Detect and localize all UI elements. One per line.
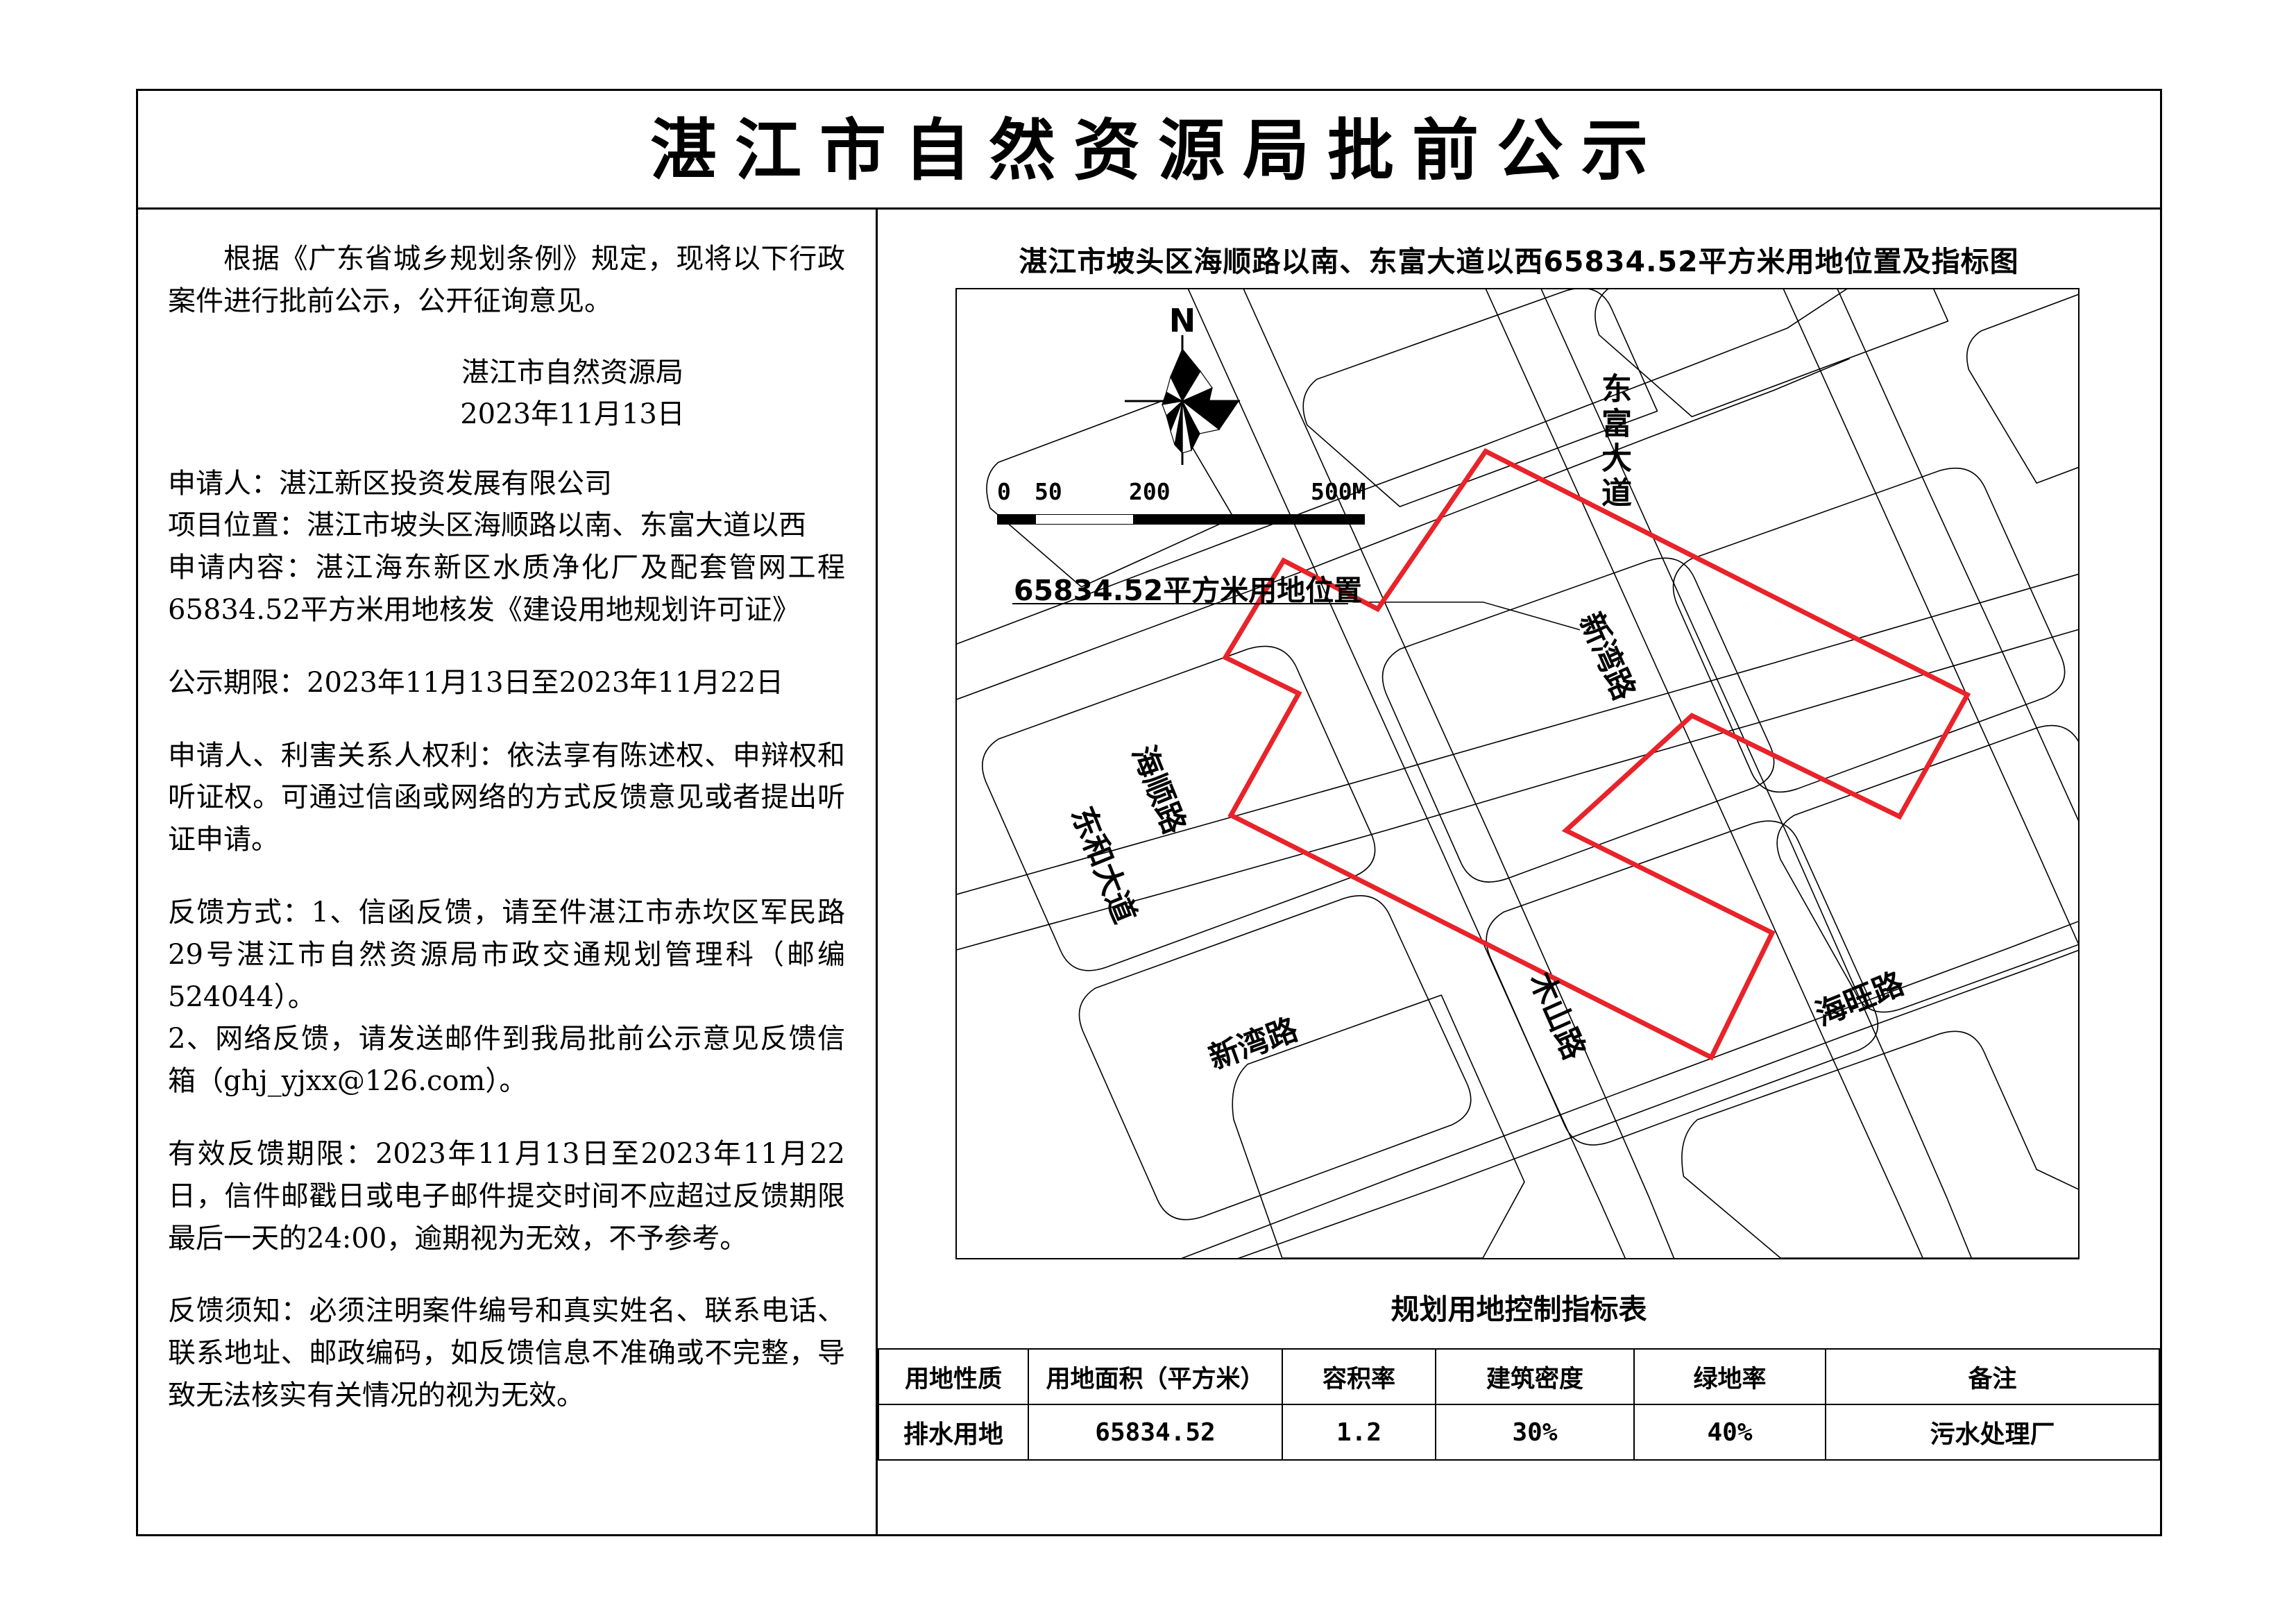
location-value: 湛江市坡头区海顺路以南、东富大道以西 xyxy=(307,509,806,542)
td-land-use: 排水用地 xyxy=(878,1404,1029,1461)
compass-icon xyxy=(1125,335,1240,465)
parcel-callout-underline xyxy=(1012,603,1348,604)
td-green-ratio: 40% xyxy=(1633,1404,1826,1461)
road-label-dongfu-dadao: 东富大道 xyxy=(1596,373,1631,511)
applicant-line: 申请人：湛江新区投资发展有限公司 xyxy=(168,463,845,505)
content-line: 申请内容：湛江海东新区水质净化厂及配套管网工程65834.52平方米用地核发《建… xyxy=(168,547,845,631)
td-remarks: 污水处理厂 xyxy=(1825,1404,2160,1461)
issuer-name: 湛江市自然资源局 xyxy=(461,356,683,389)
td-far: 1.2 xyxy=(1282,1404,1436,1461)
parcel-callout-label: 65834.52平方米用地位置 xyxy=(1014,574,1363,607)
applicant-value: 湛江新区投资发展有限公司 xyxy=(279,467,612,500)
content-value: 湛江海东新区水质净化厂及配套管网工程65834.52平方米用地核发《建设用地规划… xyxy=(168,552,846,626)
scale-bar: 0 50 200 500M xyxy=(997,478,1366,541)
feedback-method-1: 反馈方式：1、信函反馈，请至件湛江市赤坎区军民路29号湛江市自然资源局市政交通规… xyxy=(168,896,845,1013)
th-land-use: 用地性质 xyxy=(878,1348,1029,1405)
th-green-ratio: 绿地率 xyxy=(1633,1348,1826,1405)
compass-rose: N xyxy=(1103,302,1262,475)
td-building-density: 30% xyxy=(1435,1404,1635,1461)
rights-paragraph: 申请人、利害关系人权利：依法享有陈述权、申辩权和听证权。可通过信函或网络的方式反… xyxy=(168,739,845,856)
scale-rule xyxy=(997,514,1365,525)
map-column: 湛江市坡头区海顺路以南、东富大道以西65834.52平方米用地位置及指标图 xyxy=(878,212,2160,1533)
column-divider xyxy=(876,210,878,1536)
map-title: 湛江市坡头区海顺路以南、东富大道以西65834.52平方米用地位置及指标图 xyxy=(1019,245,2019,278)
scale-tick-labels: 0 50 200 500M xyxy=(997,478,1366,510)
scale-tick-200: 200 xyxy=(1129,478,1171,505)
publicity-period-value: 2023年11月13日至2023年11月22日 xyxy=(307,666,784,699)
th-building-density: 建筑密度 xyxy=(1435,1348,1635,1405)
page-title: 湛江市自然资源局批前公示 xyxy=(650,110,1666,189)
th-far: 容积率 xyxy=(1282,1348,1436,1405)
title-band: 湛江市自然资源局批前公示 xyxy=(136,93,2162,210)
th-remarks: 备注 xyxy=(1825,1348,2160,1405)
publicity-period-line: 公示期限：2023年11月13日至2023年11月22日 xyxy=(168,662,845,704)
parcel-outline xyxy=(1222,448,1971,1061)
document-frame xyxy=(136,89,2162,1536)
td-land-area: 65834.52 xyxy=(1028,1404,1283,1461)
table-header-row: 用地性质 用地面积（平方米） 容积率 建筑密度 绿地率 备注 xyxy=(878,1348,2160,1405)
th-land-area: 用地面积（平方米） xyxy=(1028,1348,1283,1405)
feedback-method-2: 2、网络反馈，请发送邮件到我局批前公示意见反馈信箱（ghj_yjxx@126.c… xyxy=(168,1023,845,1098)
issue-date: 2023年11月13日 xyxy=(460,398,685,430)
scale-tick-50: 50 xyxy=(1035,478,1062,505)
valid-feedback-period: 有效反馈期限：2023年11月13日至2023年11月22日，信件邮戳日或电子邮… xyxy=(168,1137,845,1255)
applicant-label: 申请人： xyxy=(168,467,279,500)
scale-tick-500: 500M xyxy=(1311,478,1366,505)
indicator-table: 用地性质 用地面积（平方米） 容积率 建筑密度 绿地率 备注 排水用地 6583… xyxy=(878,1348,2160,1461)
feedback-requirements: 反馈须知：必须注明案件编号和真实姓名、联系电话、联系地址、邮政编码，如反馈信息不… xyxy=(168,1295,845,1411)
content-label: 申请内容： xyxy=(168,552,316,584)
table-row: 排水用地 65834.52 1.2 30% 40% 污水处理厂 xyxy=(878,1404,2160,1461)
location-label: 项目位置： xyxy=(168,509,307,542)
location-line: 项目位置：湛江市坡头区海顺路以南、东富大道以西 xyxy=(168,504,845,547)
notice-intro: 根据《广东省城乡规划条例》规定，现将以下行政案件进行批前公示，公开征询意见。 xyxy=(168,243,845,317)
issuer-block: 湛江市自然资源局 2023年11月13日 xyxy=(168,352,845,435)
scale-tick-0: 0 xyxy=(997,478,1011,505)
map-drawing xyxy=(957,289,2078,1258)
location-map: N xyxy=(955,288,2080,1259)
north-label: N xyxy=(1168,302,1196,339)
notice-text-column: 根据《广东省城乡规划条例》规定，现将以下行政案件进行批前公示，公开征询意见。 湛… xyxy=(139,212,874,1533)
publicity-period-label: 公示期限： xyxy=(168,666,307,699)
indicator-table-title: 规划用地控制指标表 xyxy=(1391,1293,1647,1326)
